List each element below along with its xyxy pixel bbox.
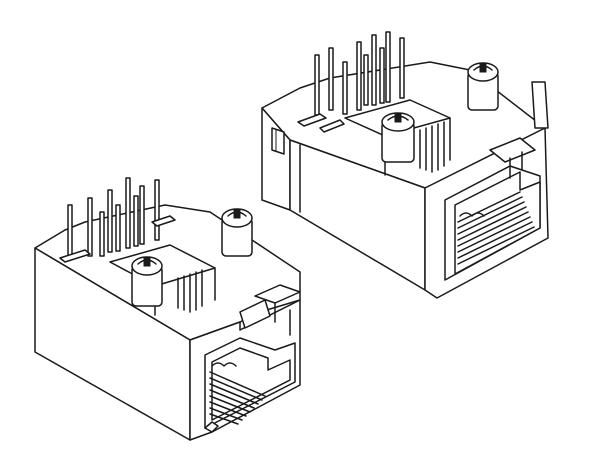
back-connector-slot [271, 127, 285, 155]
front-connector-post-right [221, 208, 253, 257]
front-connector-post-left [131, 256, 163, 307]
back-connector-post-right [467, 62, 499, 111]
back-connector-contacts [457, 191, 535, 265]
connector-back-right [261, 31, 549, 299]
connector-front-left [34, 177, 301, 441]
front-connector-comb [177, 269, 203, 313]
back-connector-comb [419, 121, 445, 173]
back-connector-post-left [381, 112, 415, 163]
front-connector-contacts [209, 362, 266, 425]
back-connector-pins [314, 31, 405, 116]
front-connector-pins [67, 177, 160, 258]
